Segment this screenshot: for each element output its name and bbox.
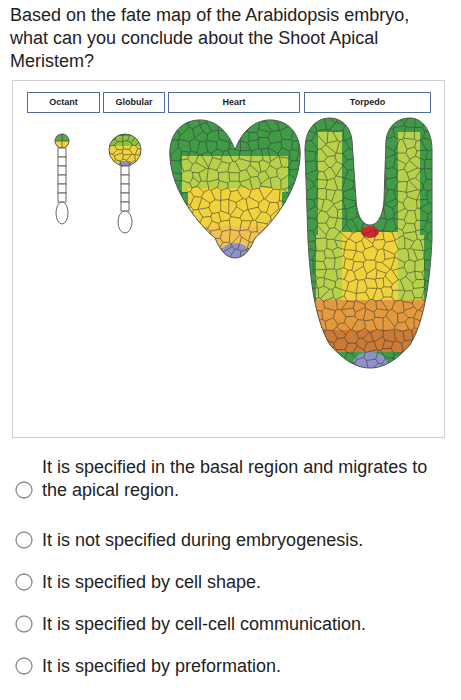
answer-option: It is specified by cell shape. — [42, 571, 450, 594]
radio-button — [16, 616, 32, 632]
cell-walls — [300, 115, 440, 375]
stage-label-box: Heart — [168, 92, 300, 113]
stage-label-box: Globular — [103, 92, 165, 113]
torpedo-embryo — [300, 115, 440, 380]
cell-walls — [105, 130, 145, 170]
answer-option: It is specified in the basal region and … — [42, 456, 450, 502]
heart-embryo — [165, 115, 305, 265]
question-title: Based on the fate map of the Arabidopsis… — [10, 4, 446, 73]
octant-embryo — [55, 134, 69, 224]
radio-button — [16, 482, 32, 498]
answer-option: It is specified by cell-cell communicati… — [42, 613, 450, 636]
stage-label: Octant — [49, 97, 78, 108]
answer-option: It is not specified during embryogenesis… — [42, 529, 450, 552]
stage-label: Torpedo — [350, 97, 385, 108]
stage-label: Heart — [222, 97, 245, 108]
globular-embryo — [105, 130, 145, 233]
stage-label-box: Octant — [27, 92, 100, 113]
stage-label: Globular — [115, 97, 152, 108]
cell-walls — [165, 115, 305, 265]
radio-button — [16, 532, 32, 548]
figure-panel — [13, 81, 445, 438]
radio-button — [16, 658, 32, 674]
radio-button — [16, 574, 32, 590]
stage-label-box: Torpedo — [304, 92, 431, 113]
answer-option: It is specified by preformation. — [42, 655, 450, 678]
